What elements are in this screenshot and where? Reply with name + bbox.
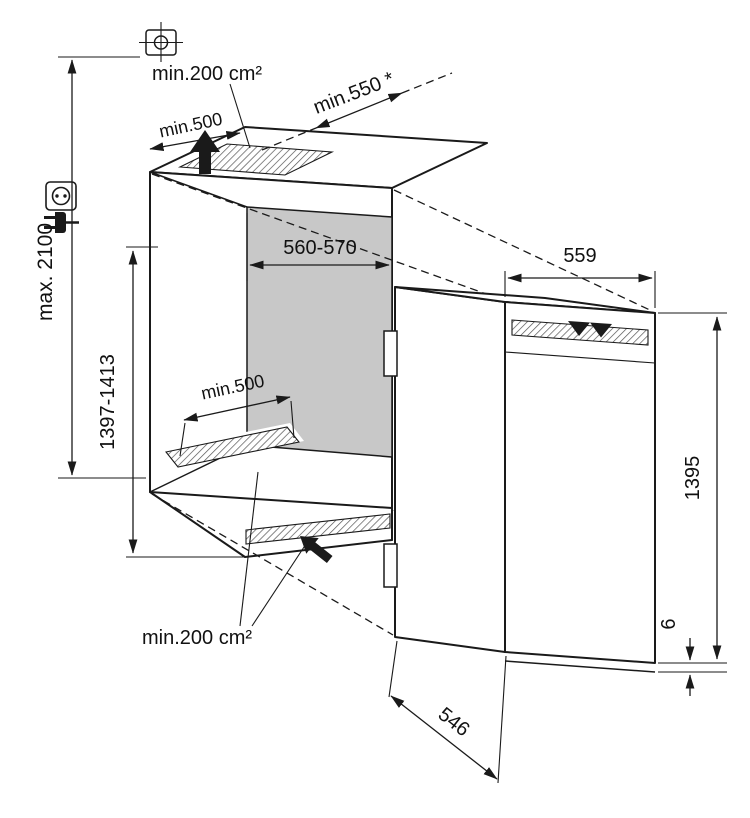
projection-top-left [151, 173, 504, 301]
grille-divider-left [568, 321, 590, 336]
projection-top-right [393, 189, 653, 312]
door-top-seam [504, 351, 656, 364]
appliance-height-label: 1395 [682, 456, 704, 501]
niche-height-label: 1397-1413 [97, 354, 119, 450]
leader-floor-vent [239, 471, 259, 627]
appliance-width-label: 559 [563, 245, 596, 267]
wall-line-right [401, 72, 453, 94]
bottom-gap-label: 6 [658, 618, 680, 629]
ext-floor-vent-right [290, 400, 295, 439]
hinge-lower [383, 543, 398, 588]
leader-base-vent [251, 543, 307, 627]
dim-top-vent-width [149, 131, 241, 151]
appliance-front-face [504, 301, 656, 664]
airflow-base-arrow [300, 536, 333, 563]
niche-back-wall [246, 206, 393, 458]
base-vent-grille [245, 513, 391, 545]
door-bottom-edge [504, 660, 656, 673]
callouts: min.200 cm² min.200 cm² [142, 63, 307, 649]
ext-appliance-depth-back [388, 640, 398, 698]
floor-vent-area-label: min.200 cm² [142, 627, 252, 649]
top-vent-width-label: min.500 [157, 109, 224, 142]
wall-line-left [261, 127, 317, 151]
niche-ceiling-junction [149, 171, 248, 208]
niche [149, 126, 488, 563]
screw-position-icon [139, 22, 183, 62]
appliance-depth-label: 546 [434, 703, 474, 741]
ext-appliance-depth-front [497, 655, 507, 784]
floor-vent-cutout [165, 426, 300, 468]
grille-divider-right [590, 322, 612, 338]
appliance-left-side [394, 286, 506, 653]
appliance [383, 286, 656, 673]
dim-floor-vent-width [183, 395, 291, 422]
dim-appliance-depth [390, 695, 498, 780]
niche-width-label: 560-570 [283, 237, 356, 259]
niche-depth-label: min.550 * [310, 68, 397, 119]
hinge-upper [383, 330, 398, 377]
leader-top-vent [229, 83, 251, 149]
dim-niche-depth [315, 92, 403, 129]
ext-floor-vent-left [179, 422, 186, 457]
top-vent-area-label: min.200 cm² [152, 63, 262, 85]
projection-bottom-left [151, 493, 394, 636]
max-height-label: max. 2100 [34, 223, 57, 321]
